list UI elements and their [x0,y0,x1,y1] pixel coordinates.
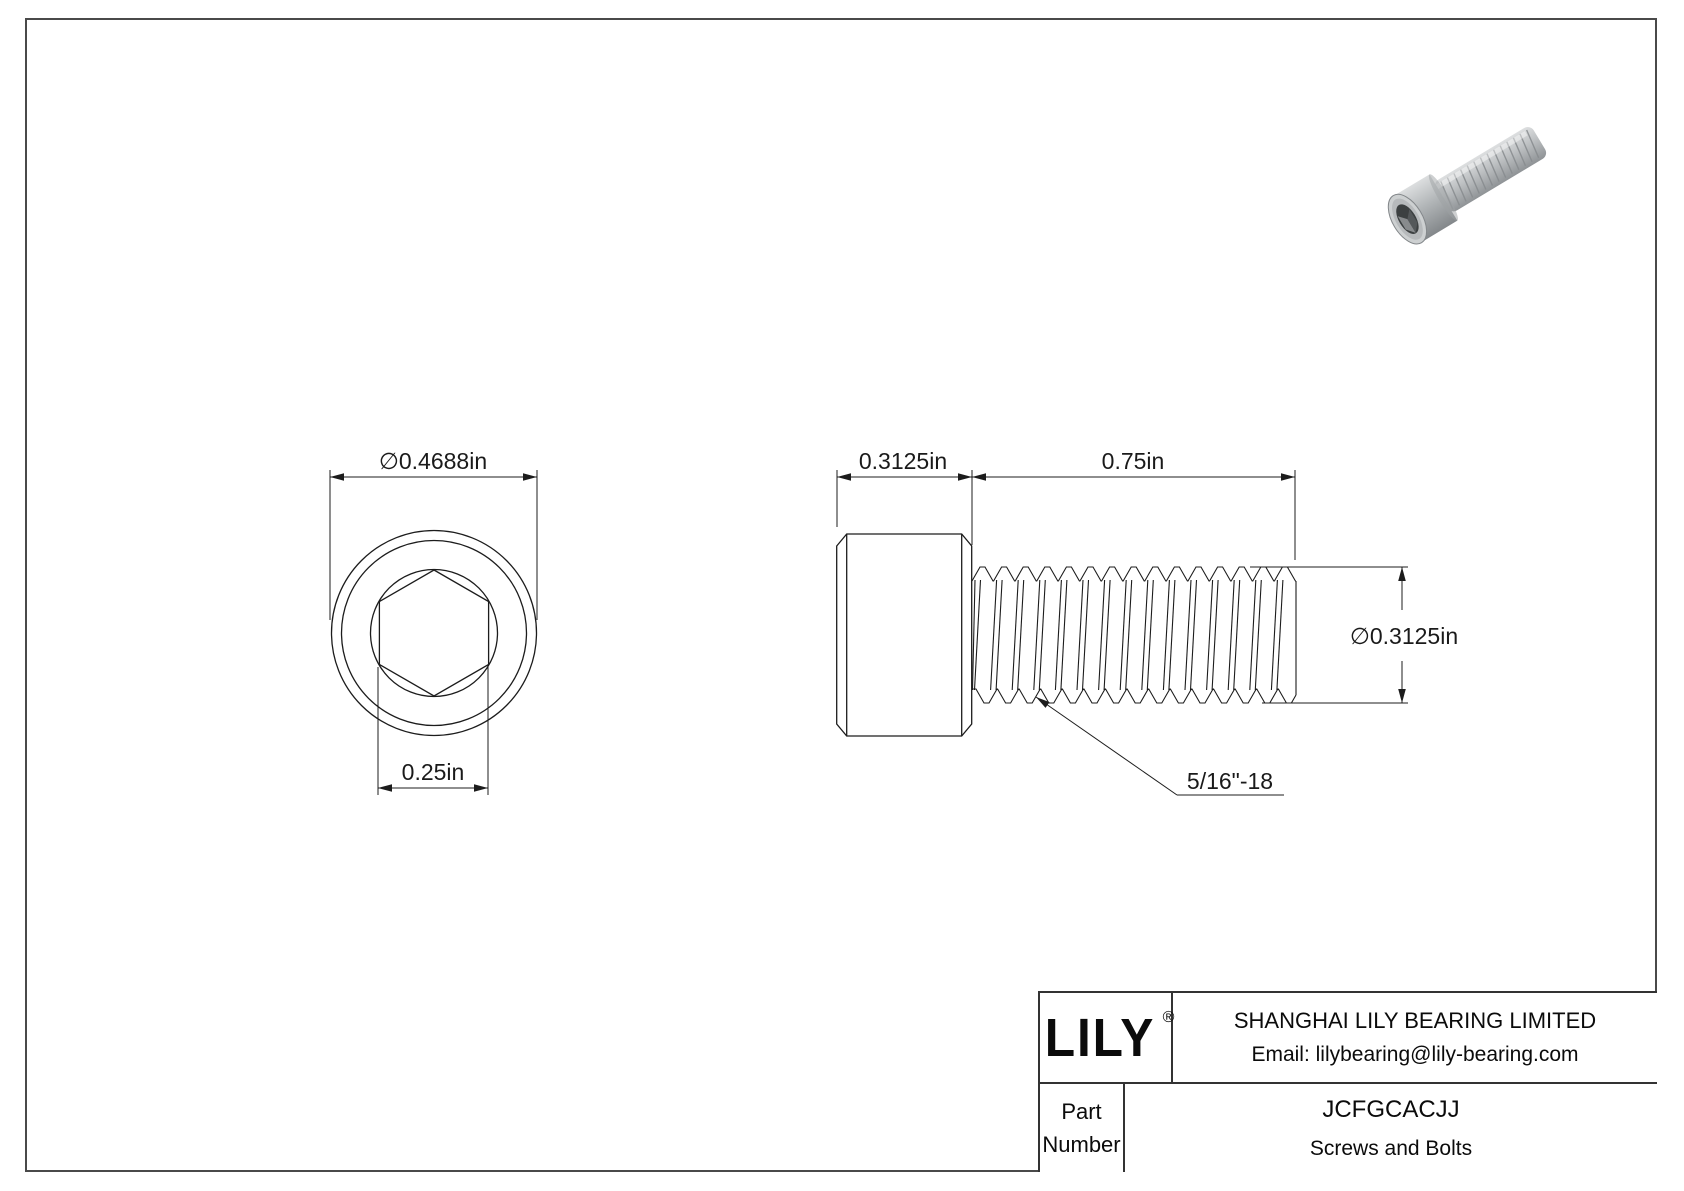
hex-socket-outline [378,569,490,697]
thread-length-label: 0.75in [1102,448,1165,474]
part-category: Screws and Bolts [1309,1136,1473,1160]
title-block-row-company: LILY ® SHANGHAI LILY BEARING LIMITED Emai… [1040,993,1657,1084]
registered-trademark-icon: ® [1162,1008,1175,1026]
part-info-cell: JCFGCACJJ Screws and Bolts [1125,1084,1657,1172]
part-number-value: JCFGCACJJ [1322,1095,1460,1123]
part-label-line1: Part [1061,1099,1102,1124]
thread-dia-label: ∅0.3125in [1350,623,1458,649]
front-view [330,529,538,737]
front-socket-width-label: 0.25in [402,759,465,785]
screw-3d-shaft-highlight [1435,131,1528,189]
front-outer-dia-dimension [329,470,538,620]
front-outer-dia-label: ∅0.4688in [379,448,487,474]
title-block: LILY ® SHANGHAI LILY BEARING LIMITED Emai… [1038,991,1657,1172]
head-length-dimension [836,470,973,545]
company-logo: LILY ® [1040,993,1175,1082]
screw-3d-head-side [1391,174,1458,244]
sheet-border-frame [25,18,1657,1172]
side-view-thread-profile [971,566,1297,704]
screw-3d-socket-facet [1397,216,1416,233]
title-block-row-part: Part Number JCFGCACJJ Screws and Bolts [1040,1084,1657,1172]
logo-text: LILY [1044,1007,1155,1068]
side-view-head [836,533,973,737]
head-outer-circle [330,529,538,737]
thread-spec-leader [1035,696,1284,796]
thread-dia-dimension [1250,566,1408,704]
head-chamfer-circle [340,539,528,727]
head-length-label: 0.3125in [859,448,947,474]
thread-length-dimension [972,470,1296,560]
screw-3d-head-back-edge [1428,174,1458,221]
company-info-cell: SHANGHAI LILY BEARING LIMITED Email: lil… [1173,993,1657,1082]
part-label-line2: Number [1042,1132,1121,1157]
screw-3d-render [1387,127,1547,245]
company-name: SHANGHAI LILY BEARING LIMITED [1233,1008,1597,1033]
head-outline [836,533,973,737]
part-number-label-cell: Part Number [1040,1084,1125,1172]
front-socket-width-dimension [377,667,489,795]
company-email: Email: lilybearing@lily-bearing.com [1251,1043,1579,1066]
screw-3d-socket-facet-2 [1407,209,1418,233]
thread-spec-label: 5/16"-18 [1187,768,1273,794]
